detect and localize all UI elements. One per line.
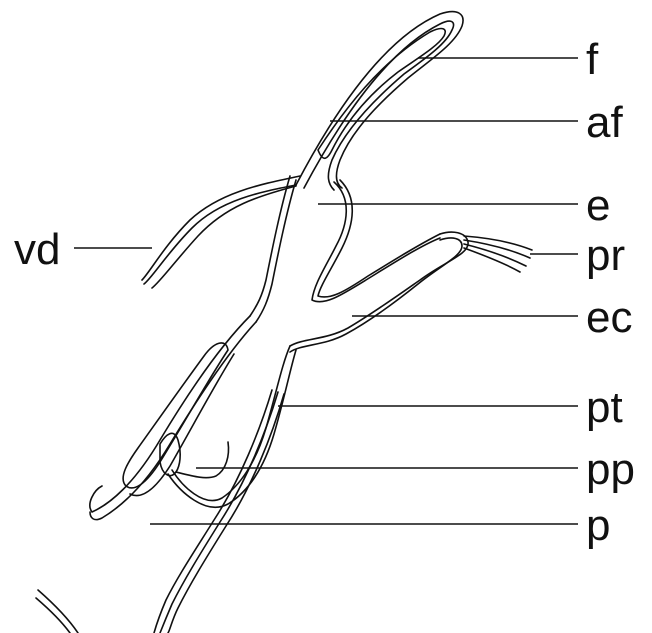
label-f: f: [586, 38, 598, 82]
upper-duct: [296, 12, 463, 190]
leader-lines: [74, 58, 578, 524]
lower-region: [90, 316, 296, 633]
label-e: e: [586, 184, 610, 228]
label-p: p: [586, 504, 610, 548]
bottom-left-fragment: [36, 590, 78, 633]
ejaculatory-body: [250, 176, 440, 322]
label-ec: ec: [586, 296, 632, 340]
label-af: af: [586, 101, 623, 145]
label-pp: pp: [586, 448, 635, 492]
label-vd: vd: [14, 228, 60, 272]
label-pt: pt: [586, 386, 623, 430]
label-pr: pr: [586, 234, 625, 278]
